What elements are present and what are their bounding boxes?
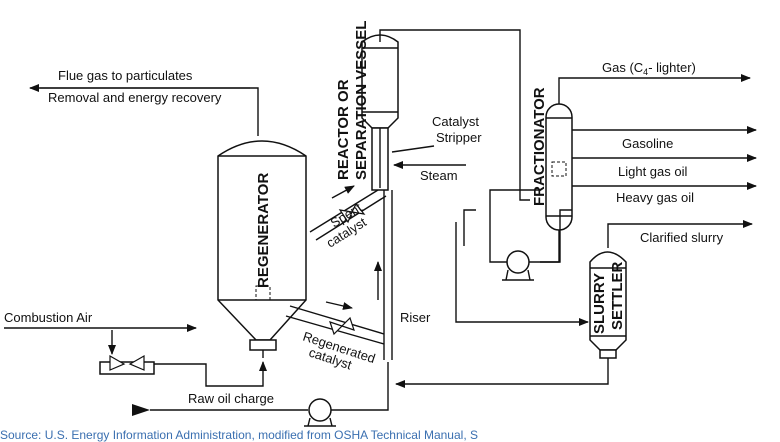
flue-gas-label-2: Removal and energy recovery [48, 90, 222, 105]
clarified-slurry-line [607, 220, 753, 248]
spent-catalyst-standpipe [309, 189, 387, 241]
air-to-regenerator-line [154, 361, 267, 387]
reactor-vessel [361, 34, 399, 191]
source-caption: Source: U.S. Energy Information Administ… [0, 428, 478, 442]
settler-label: SETTLER [609, 261, 626, 330]
feed-to-riser-line [331, 362, 389, 411]
light-gas-oil-label: Light gas oil [618, 164, 687, 179]
slurry-label: SLURRY [591, 273, 608, 334]
reactor-label-2: SEPARATION VESSEL [353, 21, 370, 180]
heavy-gas-oil-label: Heavy gas oil [616, 190, 694, 205]
bottoms-to-settler-line [540, 209, 572, 263]
fractionator-bottoms-line [529, 230, 560, 263]
recycle-branch-line [463, 209, 476, 246]
bottoms-pump [502, 250, 534, 281]
feed-pump [304, 398, 336, 427]
regenerated-catalyst-standpipe [285, 305, 385, 345]
fractionator-column [545, 103, 573, 231]
gas-product-line [558, 74, 751, 104]
pumparound-return-line [489, 189, 540, 263]
raw-oil-label: Raw oil charge [188, 391, 274, 406]
regenerator-label: REGENERATOR [255, 173, 272, 288]
flue-gas-label-1: Flue gas to particulates [58, 68, 193, 83]
gas-label: Gas (C4- lighter) [602, 60, 696, 77]
catalyst-stripper-label-2: Stripper [436, 130, 482, 145]
steam-label: Steam [420, 168, 458, 183]
air-blower [99, 354, 155, 375]
clarified-slurry-label: Clarified slurry [640, 230, 724, 245]
raw-oil-arrowhead [132, 404, 150, 416]
catalyst-stripper-pointer [391, 145, 435, 153]
flue-gas-line [29, 84, 259, 136]
slurry-settler-vessel [589, 251, 627, 359]
regenerator-vessel [217, 140, 307, 358]
spent-catalyst-arrow [331, 185, 355, 199]
slurry-recycle-line [395, 358, 609, 388]
riser [383, 190, 393, 360]
overhead-vapor-line [379, 29, 530, 201]
catalyst-stripper-label-1: Catalyst [432, 114, 479, 129]
fractionator-label: FRACTIONATOR [531, 87, 548, 206]
regenerated-catalyst-arrow [325, 301, 353, 310]
riser-label: Riser [400, 310, 431, 325]
reactor-label-1: REACTOR OR [335, 79, 352, 180]
gasoline-label: Gasoline [622, 136, 673, 151]
settler-feed-line [455, 222, 589, 326]
combustion-air-label: Combustion Air [4, 310, 93, 325]
